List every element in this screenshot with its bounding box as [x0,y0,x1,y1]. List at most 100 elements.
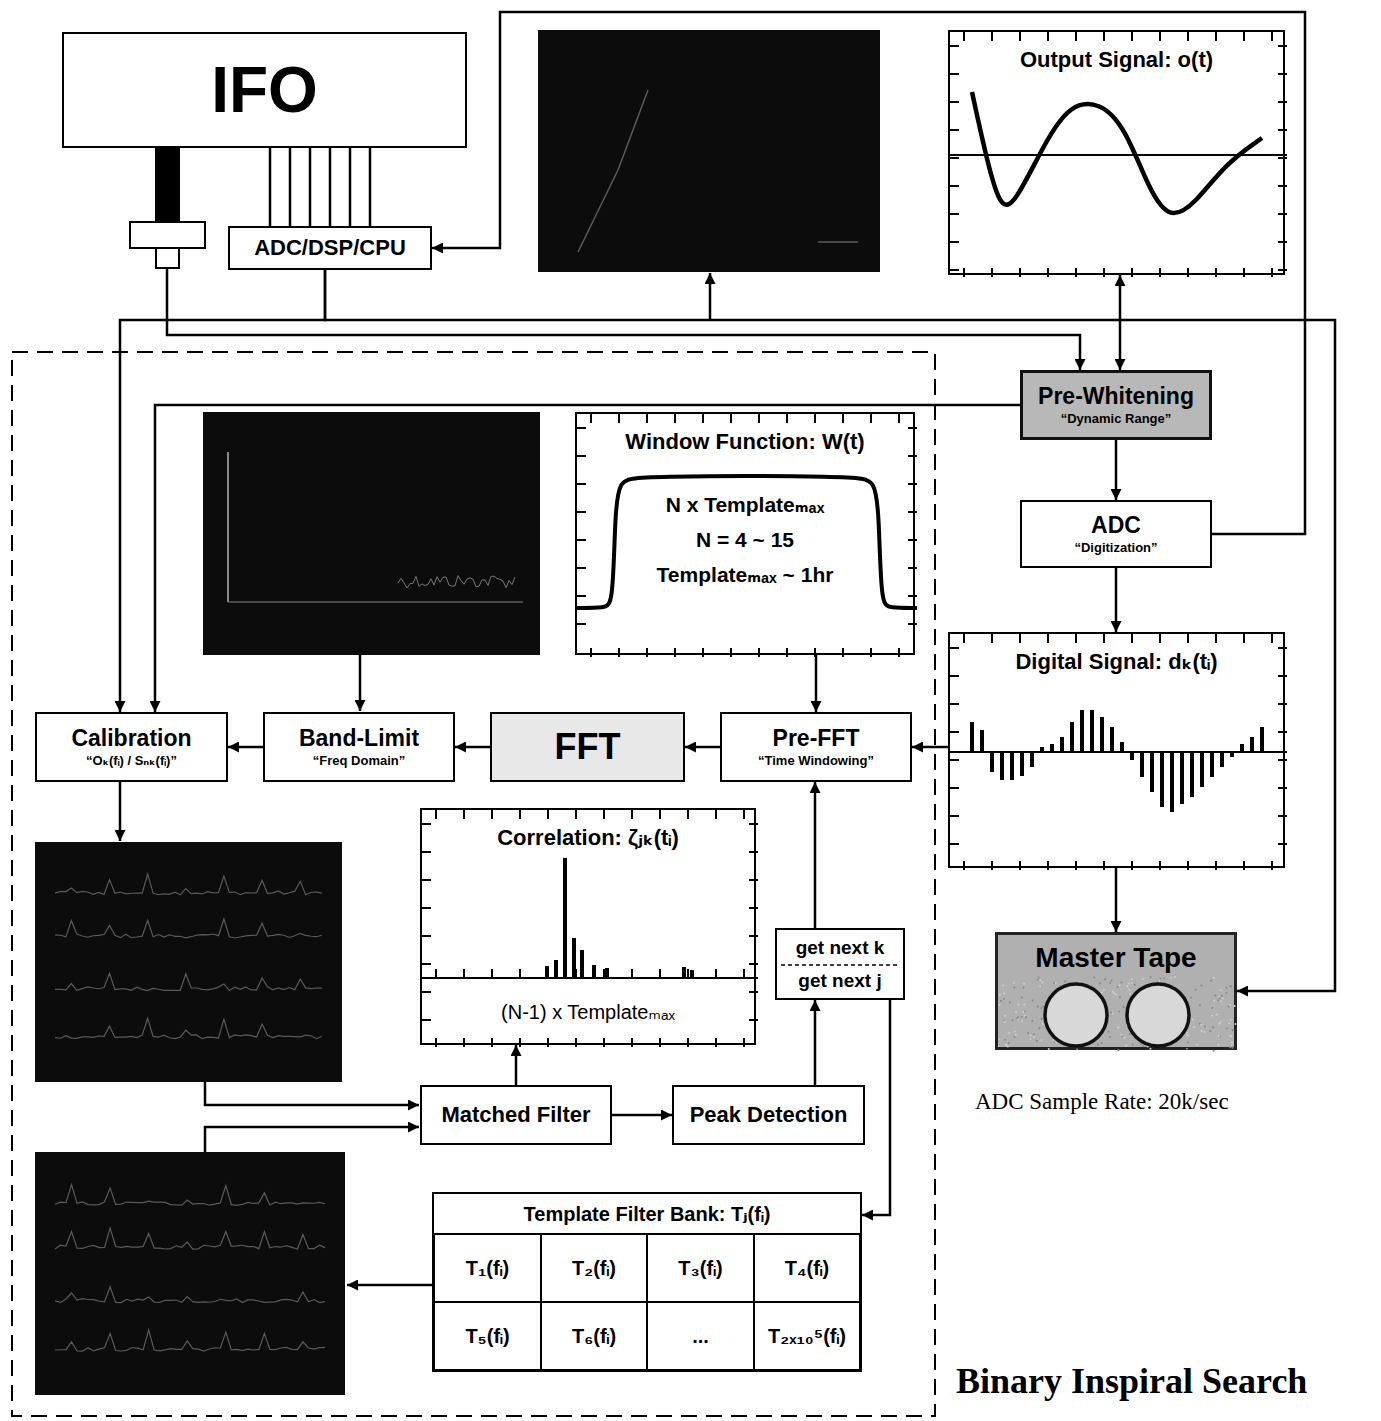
node-sublabel: N = 4 ~ 15 [696,527,794,552]
connector-arrow [1115,440,1118,500]
wire [309,148,312,226]
connector-arrow [329,148,332,226]
process-box: Band-Limit“Freq Domain” [263,712,455,782]
node-sublabel: “Oₖ(fᵢ) / Sₙₖ(fᵢ)” [86,753,177,769]
node-label: ADC [1091,512,1141,540]
connector-symbol [156,248,179,268]
node-label: Template Filter Bank: Tⱼ(fᵢ) [524,1202,771,1226]
connector-arrow [515,1045,518,1085]
node-sublabel: “Time Windowing” [758,753,874,769]
layout-group [12,30,935,1416]
signal-line [347,1284,432,1287]
display-screen [538,30,880,272]
tape-box: Master Tape [995,932,1237,1050]
node-label: ... [692,1324,709,1348]
connector-arrow [862,1000,890,1215]
wire [369,148,372,226]
node-sublabel: get next j [798,970,881,993]
process-box: Peak Detection [672,1085,865,1145]
connector-arrow [685,746,720,749]
node-label: Peak Detection [690,1102,848,1128]
plot-panel: Output Signal: o(t) [948,30,1285,275]
process-box: Matched Filter [420,1085,612,1145]
connector-arrow [1115,868,1118,932]
signal-line [709,273,712,320]
wire [289,148,292,226]
connector-symbol [130,222,205,248]
node-sublabel: “Digitization” [1074,540,1157,556]
table-cell: T₄(fᵢ) [753,1233,861,1303]
signal-line [119,782,122,841]
connector-arrow [1115,568,1118,632]
node-label: Window Function: W(t) [625,429,864,455]
node-label: T₂(fᵢ) [572,1256,616,1280]
table-cell: ... [646,1301,755,1371]
process-box: FFT [490,712,685,782]
wire [349,148,352,226]
node-sublabel: (N-1) x Templateₘₐₓ [501,1000,675,1024]
node-sublabel: “Freq Domain” [313,753,405,769]
plot-panel: Window Function: W(t) N x Templateₘₐₓ N = … [575,412,915,655]
table-cell: T₁(fᵢ) [433,1233,542,1303]
node-sublabel: N x Templateₘₐₓ [666,492,825,517]
process-box: ADC/DSP/CPU [228,226,432,270]
node-label: FFT [555,725,621,768]
table-cell: T₆(fᵢ) [540,1301,648,1371]
diagram-title: Binary Inspiral Search [956,1360,1307,1403]
plot-panel: Digital Signal: dₖ(tᵢ) [948,632,1285,868]
instrument-box: IFO [62,32,467,148]
table-cell: T₂ₓ₁₀⁵(fᵢ) [753,1301,861,1371]
node-label: T₃(fᵢ) [678,1256,722,1280]
node-label: Digital Signal: dₖ(tᵢ) [1015,649,1217,675]
node-label: Correlation: ζⱼₖ(tᵢ) [497,825,679,851]
process-box: ADC“Digitization” [1020,500,1212,568]
table-cell: T₃(fᵢ) [646,1233,755,1303]
process-box: Pre-Whitening“Dynamic Range” [1020,370,1212,440]
title-holder: Binary Inspiral Search [956,1360,1307,1403]
node-label: Pre-Whitening [1038,383,1194,411]
node-label: get next k [796,937,885,960]
plot-panel: Correlation: ζⱼₖ(tᵢ) (N-1) x Templateₘₐₓ [420,808,756,1045]
connector-arrow [815,655,818,712]
node-label: T₁(fᵢ) [466,1256,509,1280]
node-label: IFO [211,52,318,129]
node-label: Output Signal: o(t) [1020,47,1213,73]
cable [155,148,180,223]
node-sublabel: “Dynamic Range” [1061,411,1172,427]
process-box: Calibration“Oₖ(fᵢ) / Sₙₖ(fᵢ)” [35,712,228,782]
node-label: ADC/DSP/CPU [254,235,406,261]
connector-arrow [912,746,948,749]
node-label: Calibration [71,725,191,753]
node-label: T₄(fᵢ) [785,1256,830,1280]
node-label: Matched Filter [441,1102,590,1128]
node-label: Band-Limit [299,725,419,753]
connector-arrow [1119,275,1122,370]
table-cell: T₂(fᵢ) [540,1233,648,1303]
region-outline [12,352,935,1416]
node-label: T₅(fᵢ) [465,1324,509,1348]
display-screen [35,842,342,1082]
signal-line [205,1082,419,1105]
connector-arrow [155,405,1020,712]
connector-arrow [814,782,817,928]
label-holder: ADC Sample Rate: 20k/sec [975,1088,1229,1116]
signal-line [359,655,362,711]
connector-arrow [612,1114,672,1117]
signal-line [205,1127,419,1152]
table-cell: T₅(fᵢ) [433,1301,542,1371]
note-label: ADC Sample Rate: 20k/sec [975,1088,1229,1116]
node-label: T₂ₓ₁₀⁵(fᵢ) [768,1324,846,1348]
display-screen [35,1152,345,1395]
control-box: get next k get next j [775,928,905,1000]
display-screen [203,412,540,655]
node-sublabel: Templateₘₐₓ ~ 1hr [657,562,834,587]
node-label: Pre-FFT [773,725,860,753]
connector-arrow [455,746,490,749]
wire [269,148,272,226]
process-box: Pre-FFT“Time Windowing” [720,712,912,782]
node-label: Master Tape [1035,941,1196,975]
connector-arrow [228,746,263,749]
filter-bank-table: Template Filter Bank: Tⱼ(fᵢ) T₁(fᵢ) T₂(fᵢ)… [432,1192,862,1372]
connector-arrow [814,1000,817,1085]
